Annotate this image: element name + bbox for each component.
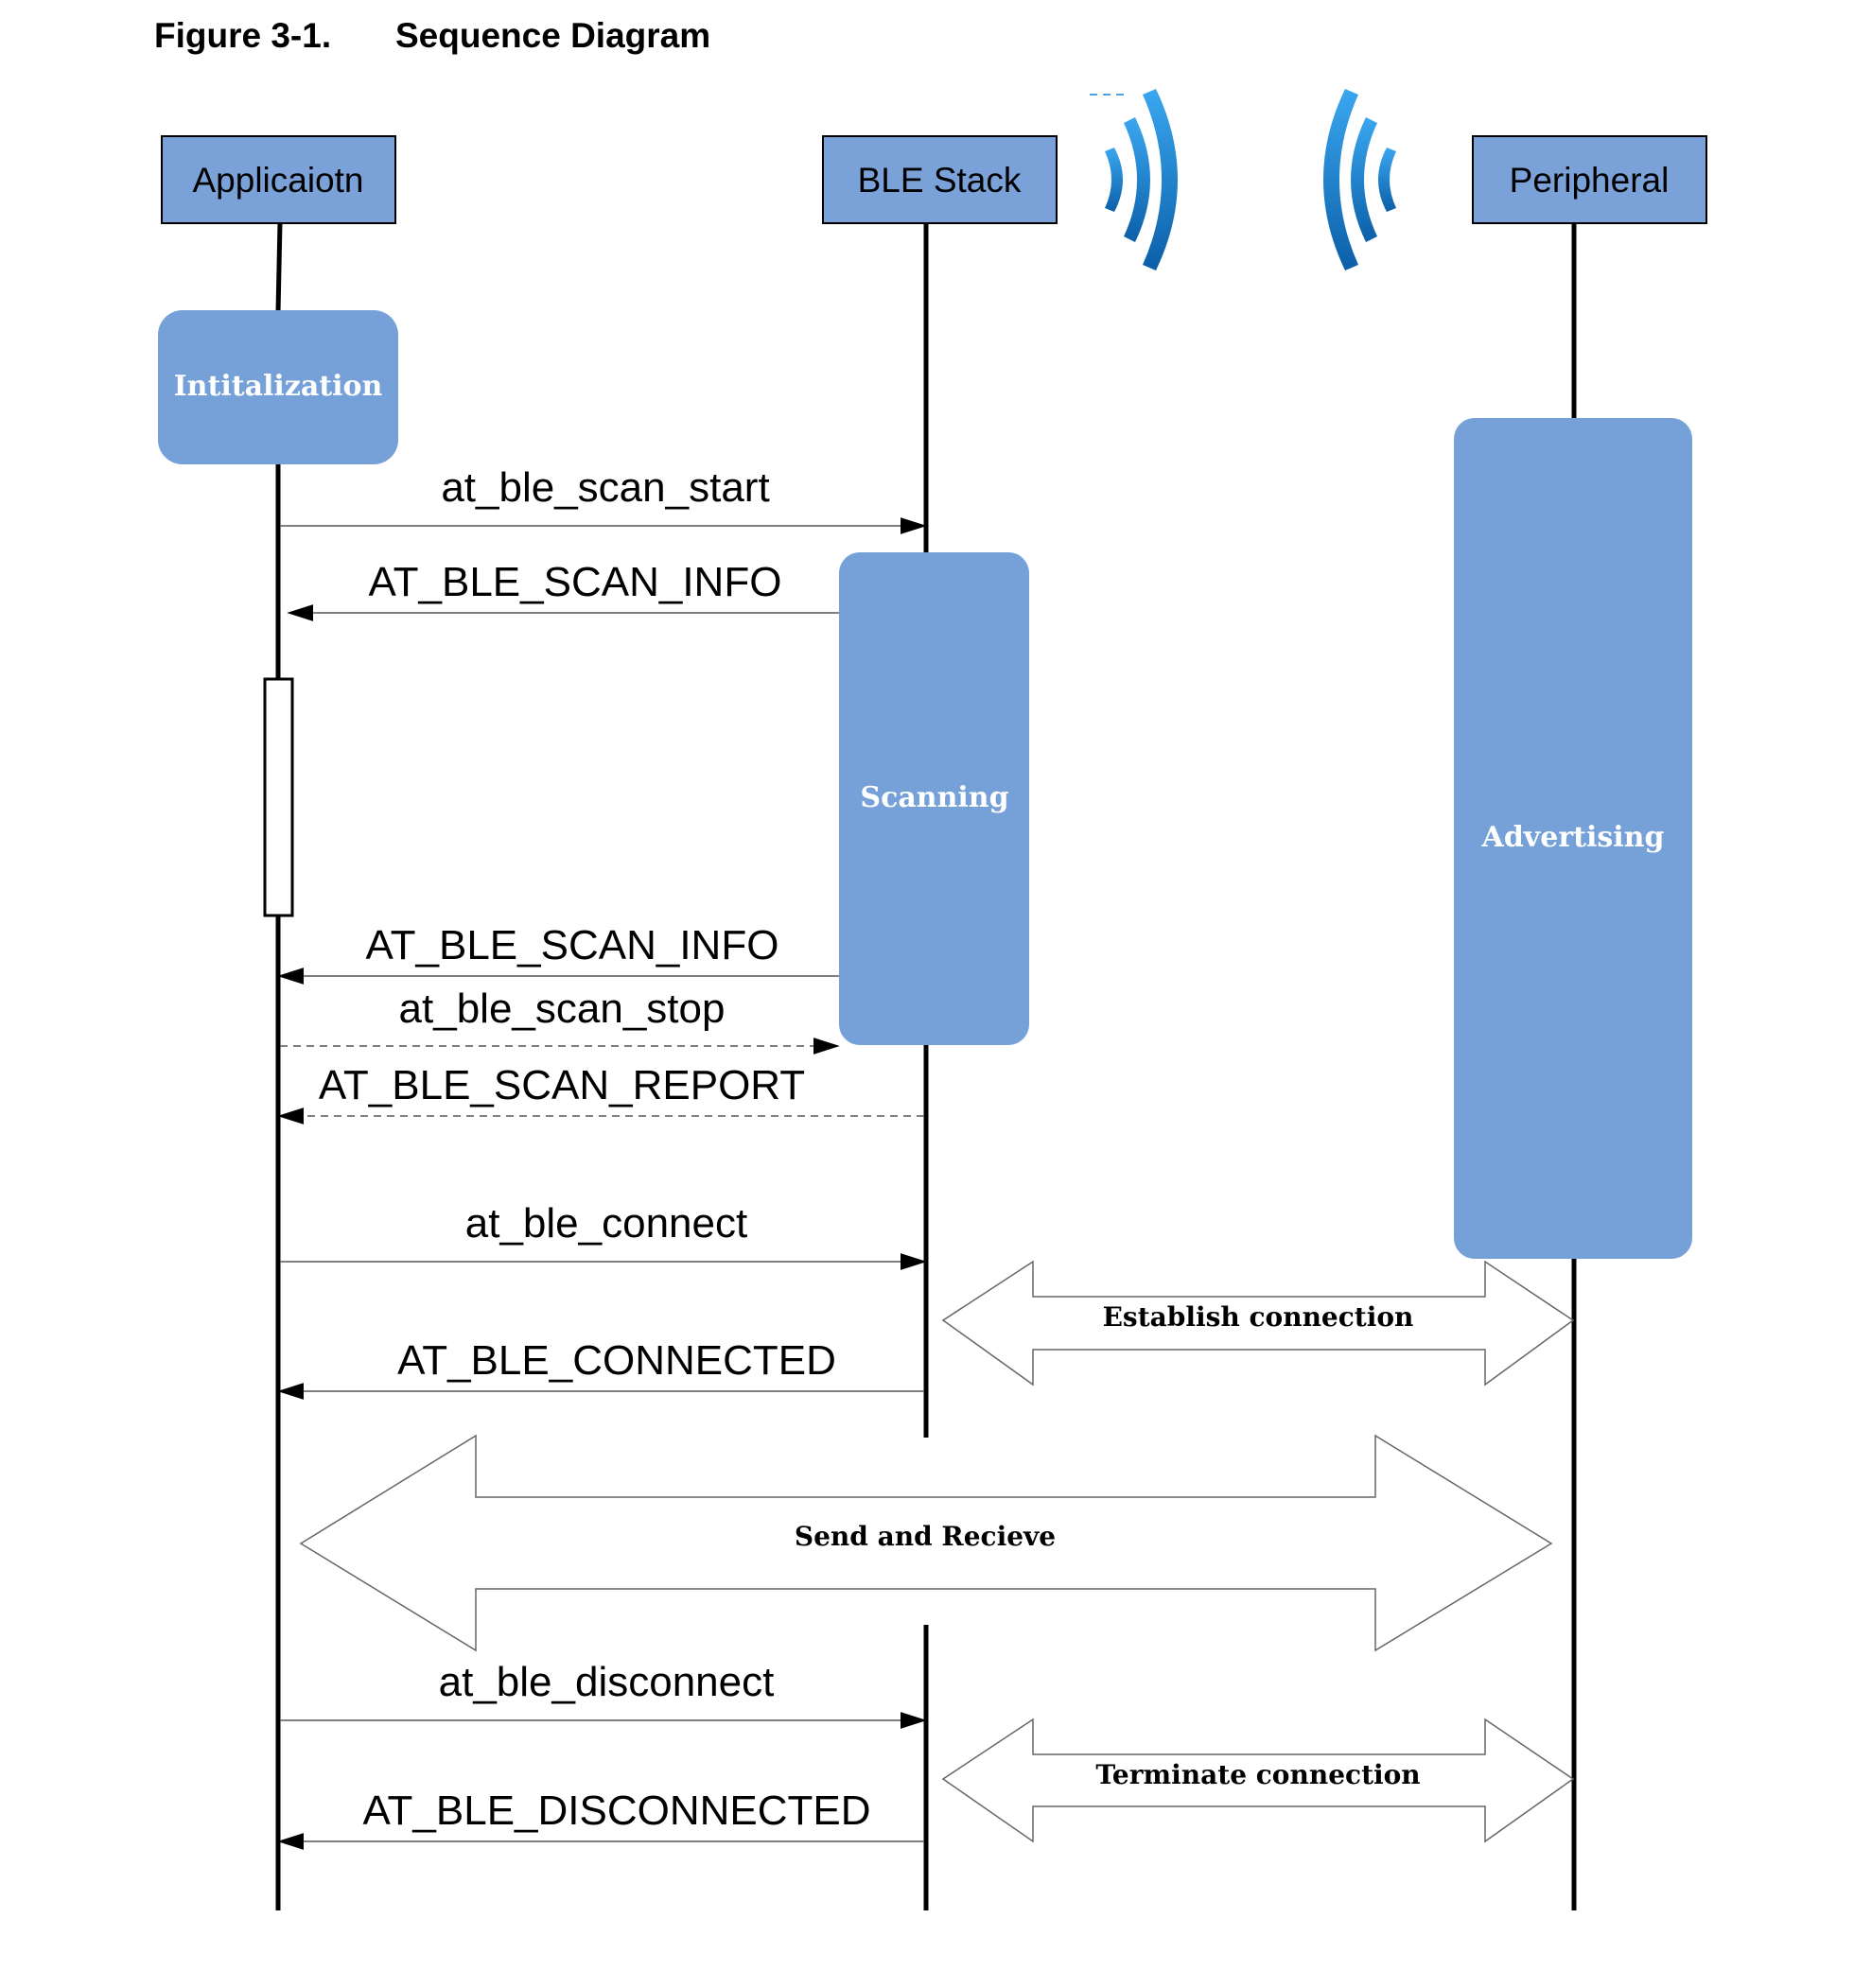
message-at-ble-scan-info-1: AT_BLE_SCAN_INFO bbox=[287, 559, 839, 621]
message-label: AT_BLE_DISCONNECTED bbox=[362, 1787, 870, 1834]
message-at-ble-scan-report: AT_BLE_SCAN_REPORT bbox=[277, 1062, 924, 1125]
actor-ble-stack-label: BLE Stack bbox=[858, 161, 1022, 200]
activation-bar bbox=[263, 677, 294, 917]
state-scanning-label: Scanning bbox=[860, 781, 1008, 814]
lifeline-application bbox=[275, 221, 283, 1910]
message-at-ble-scan-stop: at_ble_scan_stop bbox=[280, 985, 840, 1055]
block-arrow-label: Terminate connection bbox=[1095, 1759, 1420, 1790]
message-label: at_ble_disconnect bbox=[439, 1659, 775, 1705]
actor-peripheral-label: Peripheral bbox=[1510, 161, 1670, 200]
message-at-ble-connected: AT_BLE_CONNECTED bbox=[277, 1337, 924, 1400]
state-scanning: Scanning bbox=[839, 552, 1029, 1045]
state-initialization-label: Intitalization bbox=[174, 370, 383, 403]
message-at-ble-connect: at_ble_connect bbox=[280, 1200, 927, 1270]
message-label: AT_BLE_SCAN_INFO bbox=[366, 922, 779, 968]
figure-number: Figure 3-1. bbox=[154, 16, 331, 55]
actor-application: Applicaiotn bbox=[161, 135, 396, 224]
wireless-signal-left-icon bbox=[1323, 89, 1396, 270]
block-arrow-establish-connection: Establish connection bbox=[941, 1260, 1575, 1386]
figure-title: Sequence Diagram bbox=[395, 16, 710, 55]
block-arrow-terminate-connection: Terminate connection bbox=[941, 1718, 1575, 1843]
block-arrow-send-and-recieve: Send and Recieve bbox=[299, 1434, 1553, 1652]
message-label: at_ble_scan_start bbox=[441, 464, 769, 511]
message-at-ble-disconnect: at_ble_disconnect bbox=[280, 1659, 927, 1729]
message-label: AT_BLE_SCAN_REPORT bbox=[319, 1062, 805, 1108]
message-at-ble-disconnected: AT_BLE_DISCONNECTED bbox=[277, 1787, 924, 1850]
message-at-ble-scan-info-2: AT_BLE_SCAN_INFO bbox=[277, 922, 839, 985]
state-initialization: Intitalization bbox=[158, 310, 398, 464]
message-label: at_ble_scan_stop bbox=[399, 985, 726, 1032]
message-label: AT_BLE_SCAN_INFO bbox=[369, 559, 782, 605]
message-label: AT_BLE_CONNECTED bbox=[397, 1337, 836, 1384]
message-at-ble-scan-start: at_ble_scan_start bbox=[280, 464, 927, 534]
wireless-signal-right-icon bbox=[1090, 89, 1178, 270]
block-arrow-label: Send and Recieve bbox=[795, 1521, 1056, 1552]
state-advertising: Advertising bbox=[1454, 418, 1692, 1259]
actor-application-label: Applicaiotn bbox=[192, 161, 363, 200]
block-arrow-label: Establish connection bbox=[1103, 1301, 1414, 1333]
actor-peripheral: Peripheral bbox=[1472, 135, 1707, 224]
actor-ble-stack: BLE Stack bbox=[822, 135, 1058, 224]
state-advertising-label: Advertising bbox=[1481, 821, 1665, 854]
message-label: at_ble_connect bbox=[465, 1200, 747, 1247]
